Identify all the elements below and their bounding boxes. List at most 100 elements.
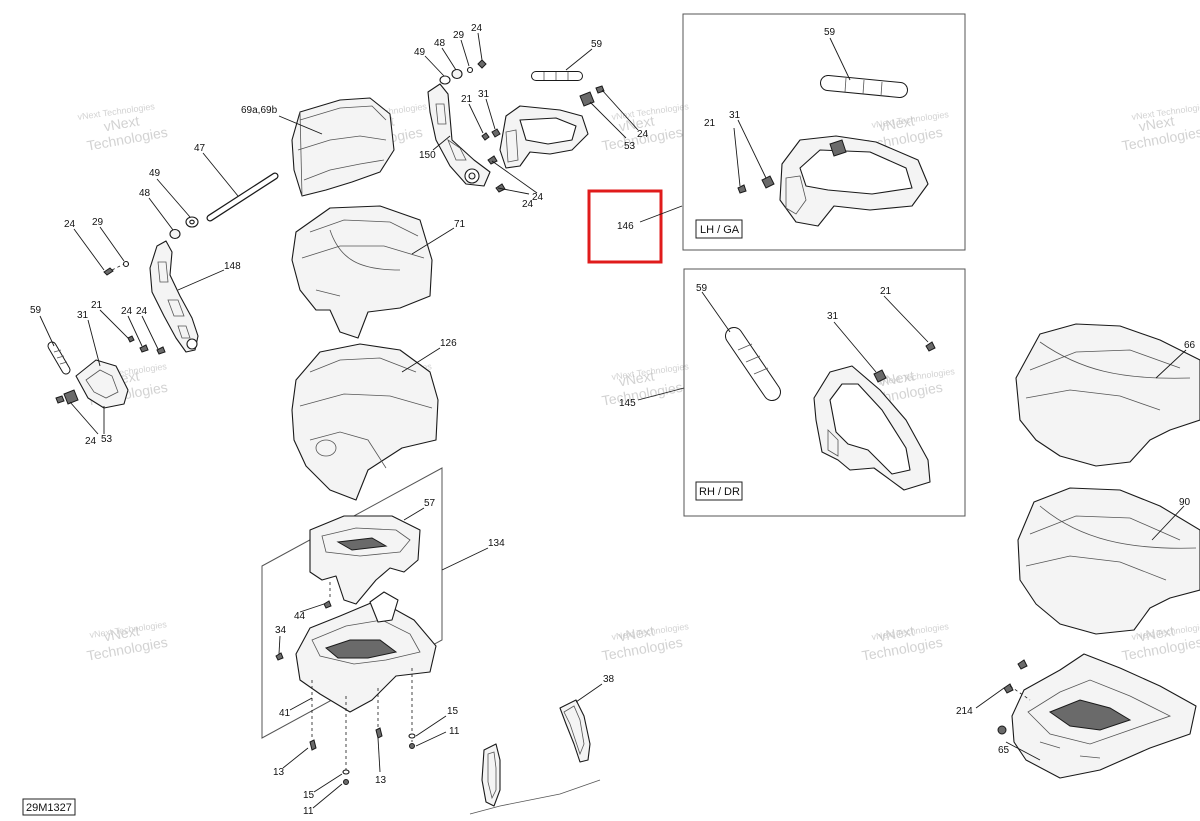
callout: 21 (704, 118, 716, 129)
leader-line (737, 119, 767, 179)
leader-line (565, 48, 593, 71)
screw-214 (1017, 659, 1028, 670)
bracket-cutouts (157, 261, 191, 339)
handle-detail (827, 429, 839, 457)
leader-line (377, 737, 381, 773)
svg-text:vNext: vNext (102, 622, 140, 644)
diagram-id: 29M1327 (22, 798, 76, 816)
leader-line (39, 315, 55, 347)
callout: 11 (303, 806, 314, 817)
bushing-48 (169, 228, 181, 240)
screw-21 (481, 132, 490, 141)
callout: 24 (85, 436, 97, 447)
leader-line (156, 178, 191, 218)
bracket-150 (427, 83, 491, 187)
leader-line (141, 315, 159, 350)
screw-24 (495, 183, 506, 193)
callout: 150 (419, 150, 436, 161)
screw-44 (323, 600, 332, 609)
screw-214 (1003, 683, 1014, 694)
callout: 48 (139, 188, 151, 199)
bracket-pivot (186, 338, 198, 350)
handle-detail (85, 369, 119, 399)
leader-line (1005, 741, 1041, 761)
leader-line (73, 228, 105, 271)
washer-15 (342, 769, 350, 775)
group-134 (261, 467, 443, 785)
insert-53 (63, 389, 79, 405)
callout: 134 (488, 538, 505, 549)
callout: 11 (449, 726, 460, 737)
callout: 69a,69b (241, 105, 278, 116)
callout: 71 (454, 219, 466, 230)
leader-line (99, 226, 125, 262)
washer-hole (189, 219, 195, 225)
inset-rh-label: RH / DR (699, 486, 740, 498)
callout: 13 (375, 775, 387, 786)
leader-line (424, 55, 445, 77)
leader-line (177, 269, 225, 291)
callout: 47 (194, 143, 206, 154)
leader-line (477, 32, 483, 61)
callout: 59 (824, 27, 836, 38)
grommet (997, 725, 1007, 735)
leader-line (403, 507, 425, 521)
handle-insert (829, 139, 847, 157)
grip-59 (725, 327, 781, 401)
leader-line (289, 697, 313, 711)
screw-24 (595, 85, 605, 94)
handle-detail (785, 175, 807, 215)
callout: 31 (827, 311, 839, 322)
leader-lines (39, 32, 1187, 809)
tray-detail (311, 619, 421, 665)
leader-line (312, 783, 343, 809)
leader-line (87, 319, 101, 367)
highlight-box-146 (587, 189, 663, 264)
screw-21 (127, 335, 135, 343)
callout: 59 (30, 305, 42, 316)
leader-line (202, 152, 239, 197)
callout: 66 (1184, 340, 1196, 351)
washer-49 (439, 75, 451, 85)
callout: 24 (471, 23, 483, 34)
leader-line (415, 715, 447, 737)
washer-29 (466, 66, 474, 74)
callouts: 69a,69b 47 49 48 24 29 148 59 31 21 24 2… (30, 23, 1196, 817)
svg-text:vNext: vNext (102, 112, 140, 134)
pivot-center (468, 172, 476, 180)
handle-detail (505, 129, 519, 163)
left-bracket-assembly (47, 172, 279, 409)
cover-latch (336, 537, 388, 551)
seat-66 (1015, 323, 1200, 467)
leader-line (601, 89, 639, 131)
leader-line (432, 135, 451, 151)
leader-line (441, 47, 457, 71)
screw-24 (477, 59, 487, 69)
leader-line (278, 115, 323, 135)
callout: 31 (77, 310, 89, 321)
inset-rh: RH / DR (683, 268, 966, 517)
group-frame (261, 467, 443, 739)
washer-15 (408, 733, 416, 739)
tray-65 (997, 653, 1197, 779)
leader-line (497, 187, 530, 195)
callout: 21 (880, 286, 892, 297)
callout: 31 (729, 110, 741, 121)
callout: 53 (624, 141, 636, 152)
callout: 24 (637, 129, 649, 140)
dash-line (111, 263, 125, 271)
callout: 31 (478, 89, 490, 100)
callout: 13 (273, 767, 285, 778)
strap-38 (469, 699, 601, 815)
callout: 126 (440, 338, 457, 349)
leader-line (829, 37, 851, 81)
svg-text:vNext: vNext (617, 367, 655, 389)
screw-13 (309, 739, 317, 751)
callout-146: 146 (617, 221, 634, 232)
tray-bracket (369, 591, 399, 623)
screw-21 (925, 341, 936, 352)
screw-24 (156, 346, 166, 355)
nut-11 (409, 743, 415, 749)
leader-line (299, 603, 325, 613)
leader-line (1151, 505, 1185, 541)
